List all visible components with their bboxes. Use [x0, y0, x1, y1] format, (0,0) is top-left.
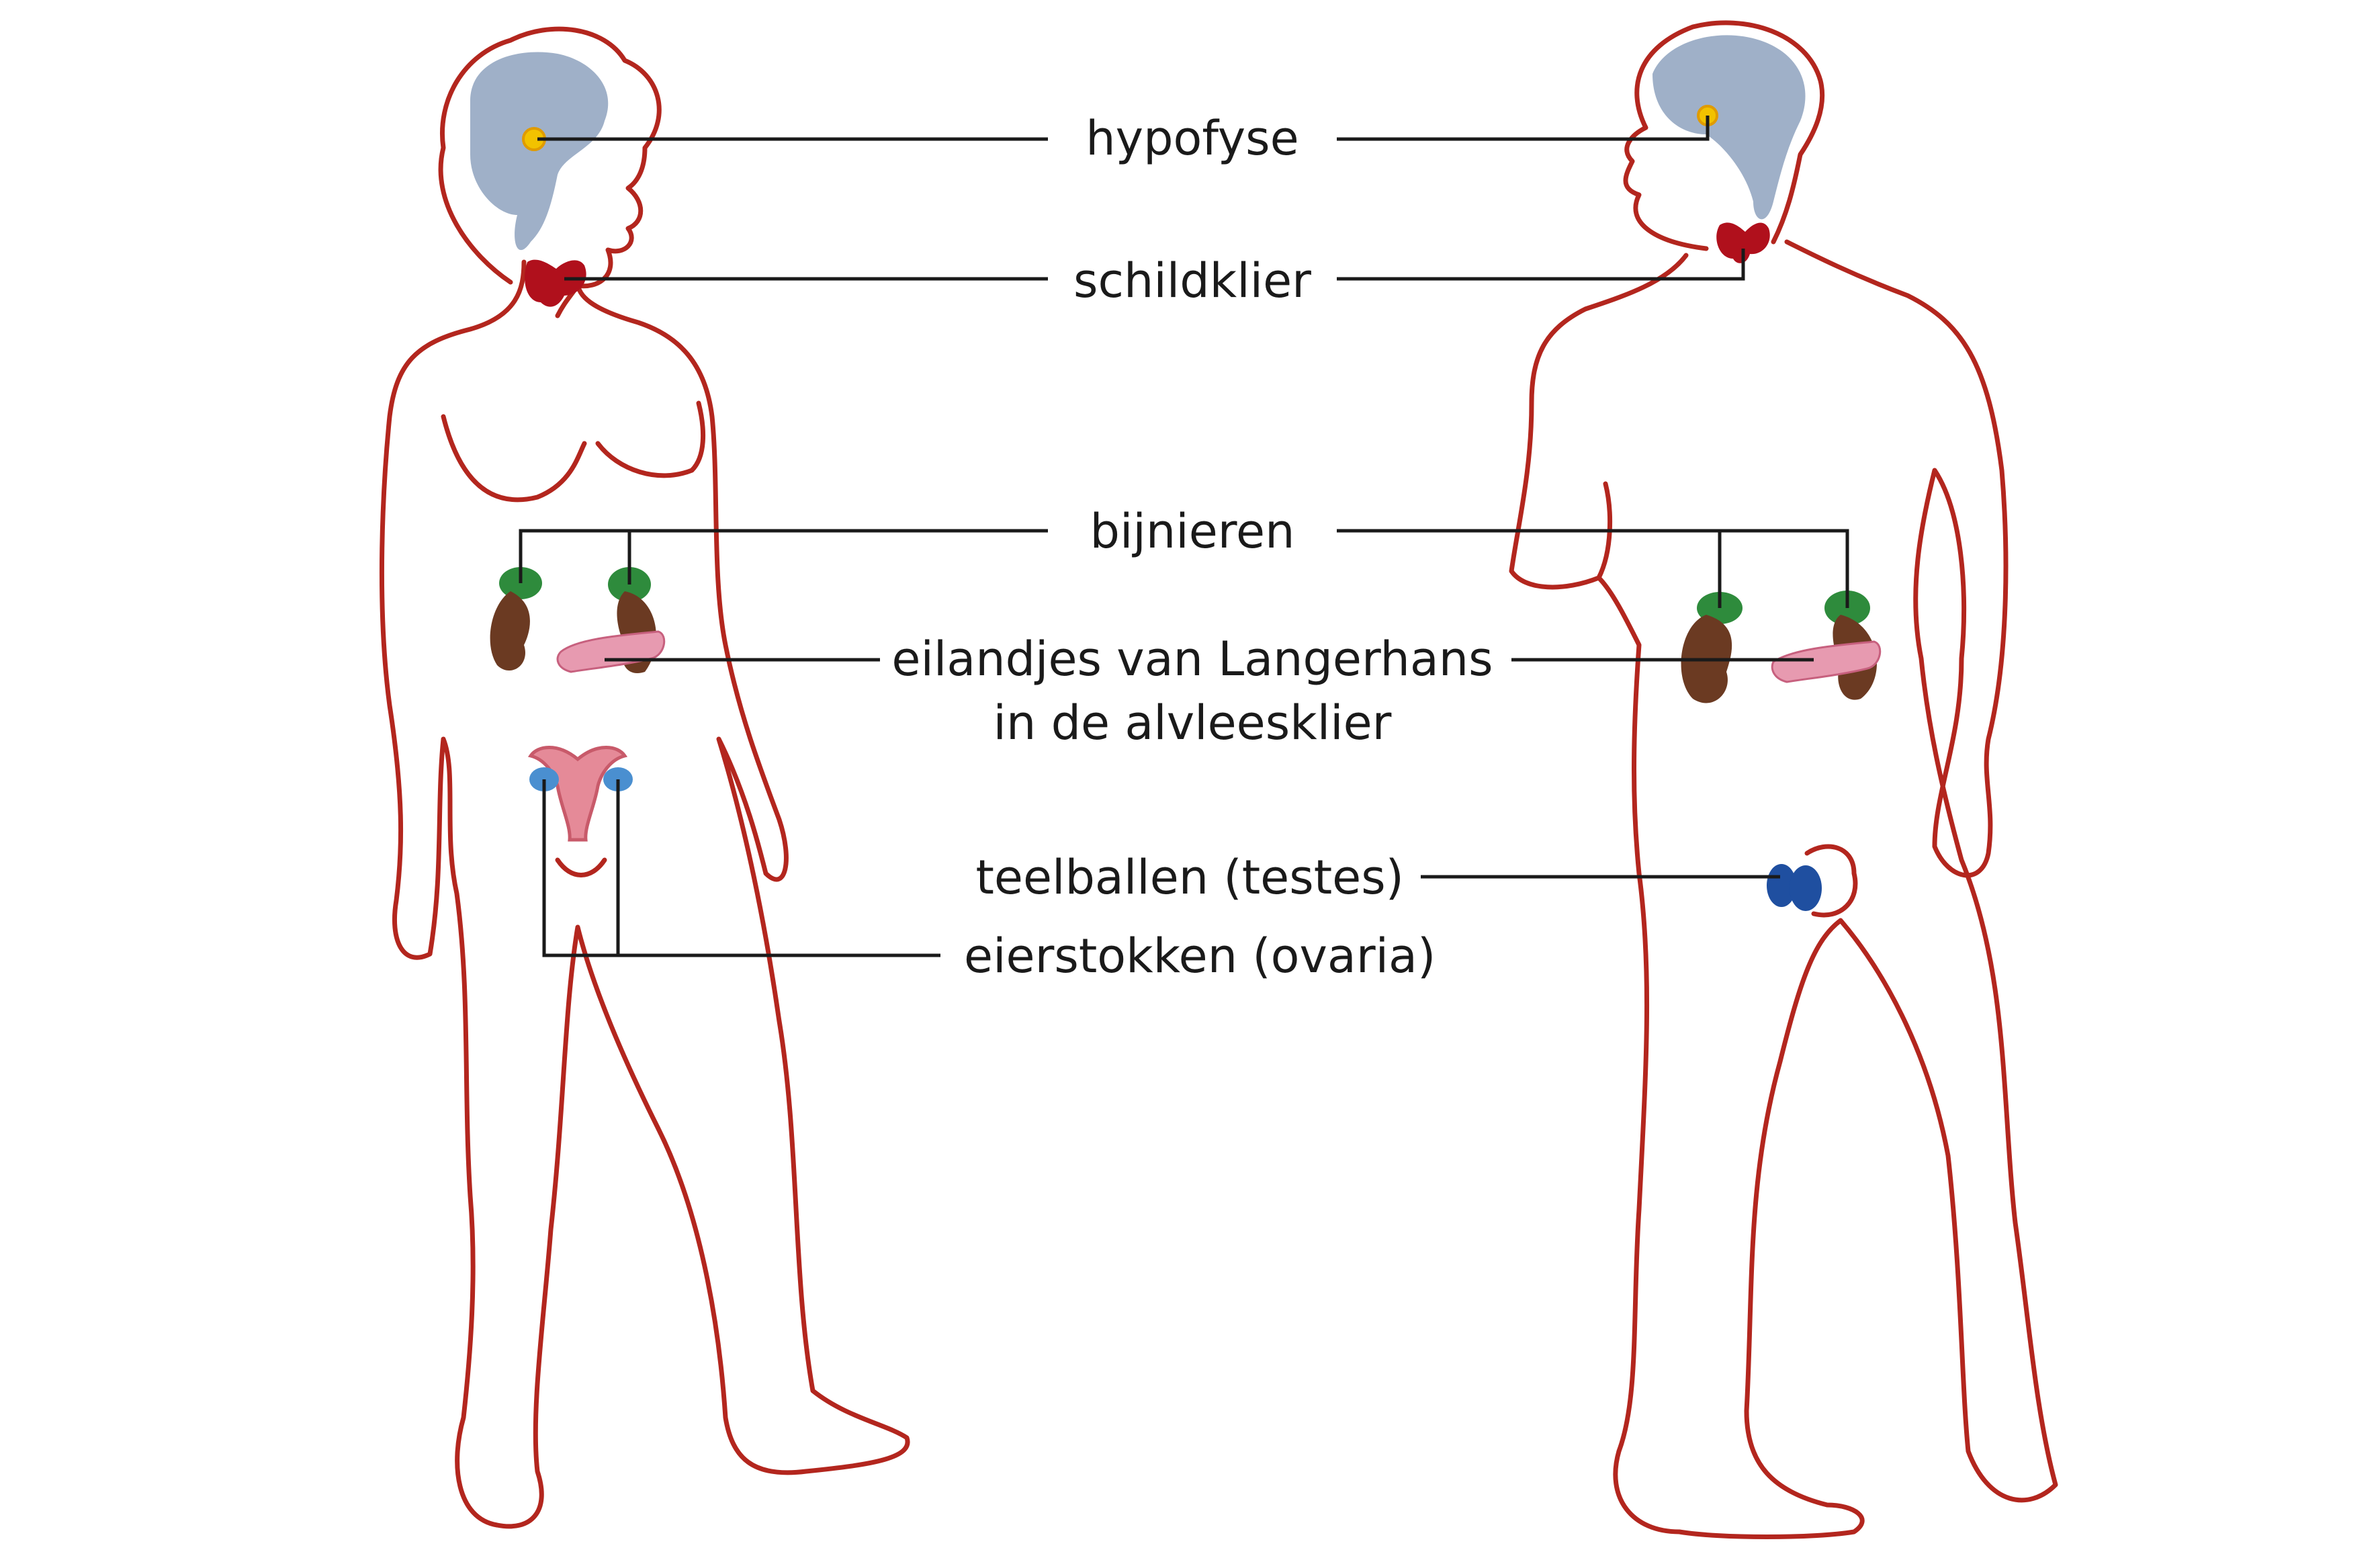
labels: hypofyse schildklier bijnieren eilandjes… [891, 111, 1493, 984]
female-head-outline [438, 26, 662, 318]
male-testis-right [1790, 865, 1822, 911]
male-groin-outline [1804, 844, 1858, 918]
female-body-outline [379, 259, 910, 1529]
leader-schildklier-right [1337, 249, 1745, 281]
label-bijnieren: bijnieren [1090, 504, 1295, 559]
label-langerhans-line2: in de alvleesklier [994, 695, 1392, 750]
female-chest-line [441, 414, 587, 503]
label-hypofyse: hypofyse [1086, 111, 1298, 166]
label-schildklier: schildklier [1073, 253, 1311, 308]
leader-bijnieren-right [1337, 529, 1849, 608]
label-langerhans-line1: eilandjes van Langerhans [891, 632, 1493, 687]
male-pancreas [1771, 640, 1882, 683]
male-brain [1652, 35, 1806, 220]
male-body-outline [1509, 239, 2058, 1539]
female-chest-line-2 [595, 400, 705, 478]
female-thyroid [525, 259, 586, 307]
leader-hypofyse-right [1337, 116, 1710, 141]
female-kidney-left [490, 591, 530, 671]
leader-lines [519, 116, 1849, 957]
leader-eierstokken [542, 779, 940, 957]
label-teelballen: teelballen (testes) [975, 850, 1404, 905]
male-testis-left [1767, 864, 1796, 907]
label-eierstokken: eierstokken (ovaria) [964, 928, 1436, 984]
leader-bijnieren-left [519, 529, 1048, 583]
male-head-outline [1623, 20, 1825, 251]
female-figure [379, 26, 910, 1529]
male-figure [1509, 20, 2058, 1539]
male-thyroid [1716, 222, 1770, 263]
female-brain [470, 52, 609, 251]
female-groin-line [555, 857, 607, 877]
